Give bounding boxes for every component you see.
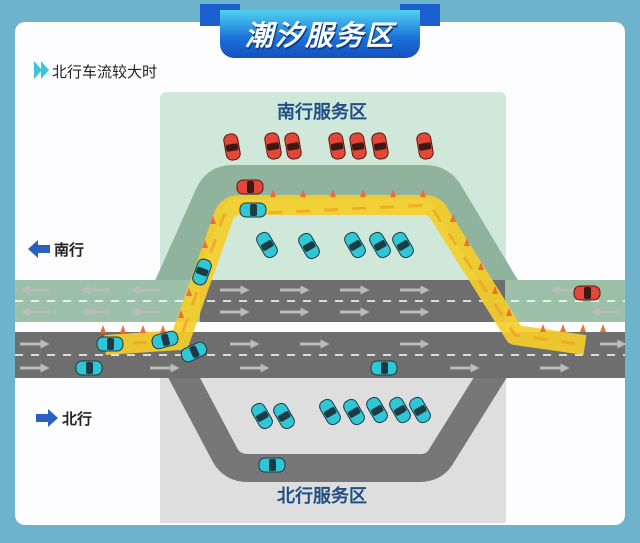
- tidal-path: [104, 195, 587, 355]
- north-service-area-label: 北行服务区: [277, 486, 367, 507]
- title-banner: 潮汐服务区: [200, 4, 440, 60]
- south-ramp: [149, 165, 525, 309]
- south-service-area-label: 南行服务区: [277, 102, 367, 123]
- southbound-label: 南行: [54, 241, 85, 259]
- northbound-arrow-icon: [36, 409, 58, 427]
- traffic-cones: [100, 189, 606, 333]
- southbound-arrow-icon: [28, 240, 50, 258]
- northbound-label: 北行: [62, 410, 93, 428]
- north-ramp: [167, 362, 507, 482]
- page-title: 潮汐服务区: [244, 19, 395, 52]
- play-chevron-icon: [34, 61, 49, 79]
- scenario-text: 北行车流较大时: [52, 63, 158, 81]
- lane-arrows: [20, 285, 627, 373]
- scenario-label: 北行车流较大时: [52, 61, 157, 82]
